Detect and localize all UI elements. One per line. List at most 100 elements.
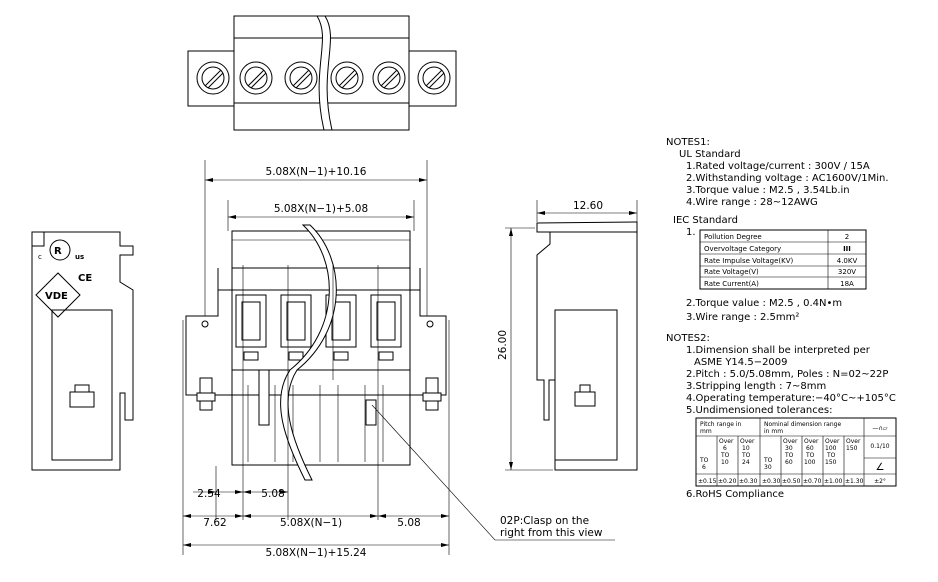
tol-val-7: ±1.00 xyxy=(824,478,843,485)
ce-mark: CE xyxy=(78,273,92,284)
tol-val-1: ±0.15 xyxy=(698,478,717,485)
notes2-item-1b: ASME Y14.5−2009 xyxy=(694,357,788,368)
notes2: NOTES2: 1.Dimension shall be interpreted… xyxy=(666,333,897,500)
wire-entries xyxy=(235,294,402,361)
iec-row-value-1: 2 xyxy=(845,233,849,241)
iec-row-label-1: Pollution Degree xyxy=(704,233,762,241)
iec-row-value-4: 320V xyxy=(838,268,856,276)
iec-table: Pollution Degree 2 Overvoltage Category … xyxy=(699,229,867,290)
notes2-title: NOTES2: xyxy=(666,333,710,344)
dim-pitch-span-top: 5.08X(N−1)+5.08 xyxy=(274,203,368,215)
iec-item-3: 3.Wire range : 2.5mm² xyxy=(686,312,799,323)
break-line xyxy=(316,15,333,131)
front-view xyxy=(182,160,450,555)
notes2-item-6: 6.RoHS Compliance xyxy=(686,489,784,500)
tol-angle-2: ∠ xyxy=(876,462,885,473)
iec-row-value-5: 18A xyxy=(840,280,854,288)
ul-mark: R c us xyxy=(38,239,84,261)
tol-p1-b: 6 xyxy=(702,464,706,471)
tol-n3-d: 100 xyxy=(804,459,816,466)
tol-n3-b: 60 xyxy=(806,445,814,452)
iec-item-number: 1. xyxy=(686,227,696,238)
front-break-line xyxy=(280,224,337,481)
tol-val-5: ±0.50 xyxy=(782,478,801,485)
front-dimensions: 5.08X(N−1)+10.16 5.08X(N−1)+5.08 2.54 5.… xyxy=(183,166,615,559)
tol-angle-1: 0.1/10 xyxy=(870,443,889,450)
tol-p2-d: 10 xyxy=(721,459,729,466)
tol-val-3: ±0.30 xyxy=(739,478,758,485)
tol-p1-a: TO xyxy=(699,457,709,464)
ul-standard-title: UL Standard xyxy=(679,149,741,160)
tol-p2-b: 6 xyxy=(723,445,727,452)
pins xyxy=(196,377,442,411)
iec-row-value-3: 4.0KV xyxy=(837,257,858,265)
tol-n5-a: Over xyxy=(846,438,861,445)
vde-mark-text: VDE xyxy=(45,291,68,302)
tol-val-4: ±0.30 xyxy=(762,478,781,485)
iec-row-value-2: III xyxy=(843,245,851,253)
tol-p2-c: TO xyxy=(720,452,730,459)
dim-height: 26.00 xyxy=(497,330,509,360)
tol-n4-b: 100 xyxy=(825,445,837,452)
tol-n2-d: 60 xyxy=(785,459,793,466)
tol-val-8: ±1.30 xyxy=(845,478,864,485)
iec-row-label-2: Overvoltage Category xyxy=(704,245,781,253)
dim-depth: 12.60 xyxy=(573,200,603,212)
ul-item-3: 3.Torque value : M2.5 , 3.54Lb.in xyxy=(686,185,850,196)
notes1: NOTES1: UL Standard 1.Rated voltage/curr… xyxy=(666,137,889,323)
tol-n3-a: Over xyxy=(804,438,819,445)
ul-item-2: 2.Withstanding voltage : AC1600V/1Min. xyxy=(686,173,889,184)
iec-row-label-3: Rate Impulse Voltage(KV) xyxy=(704,257,794,265)
tol-val-6: ±0.70 xyxy=(803,478,822,485)
tol-val-2: ±0.20 xyxy=(718,478,737,485)
notes2-item-2: 2.Pitch : 5.0/5.08mm, Poles : N=02~22P xyxy=(686,369,888,380)
iec-row-label-5: Rate Current(A) xyxy=(704,280,759,288)
dim-pitch: 5.08 xyxy=(261,488,284,500)
tol-n1-a: TO xyxy=(763,457,773,464)
tol-n5-b: 150 xyxy=(846,445,858,452)
tol-n4-c: TO xyxy=(826,452,836,459)
vde-mark: VDE xyxy=(35,272,81,318)
tol-n2-c: TO xyxy=(784,452,794,459)
ul-mark-left-text: c xyxy=(38,253,42,261)
screw-heads xyxy=(196,61,451,95)
tol-nominal-header-1: Nominal dimension range xyxy=(764,421,841,428)
dim-pitch-span-bottom: 5.08X(N−1) xyxy=(280,517,342,529)
iec-standard-title: IEC Standard xyxy=(673,215,738,226)
tol-p2-a: Over xyxy=(719,438,734,445)
dim-overall-width: 5.08X(N−1)+15.24 xyxy=(266,547,367,559)
tol-angle-header: —∩▱ xyxy=(872,425,887,432)
ul-mark-right-text: us xyxy=(75,253,84,261)
tol-n4-d: 150 xyxy=(825,459,837,466)
tol-p3-b: 10 xyxy=(742,445,750,452)
tolerance-table: Pitch range in mm Nominal dimension rang… xyxy=(695,417,897,487)
notes2-item-3: 3.Stripping length : 7~8mm xyxy=(686,381,826,392)
left-side-view: R c us CE VDE xyxy=(31,231,134,471)
top-view xyxy=(187,15,457,131)
tol-val-9: ±2° xyxy=(874,478,886,485)
dim-offset-a: 2.54 xyxy=(197,488,221,500)
iec-item-2: 2.Torque value : M2.5 , 0.4N•m xyxy=(686,298,842,309)
notes2-item-5: 5.Undimensioned tolerances: xyxy=(686,405,832,416)
right-side-view: 26.00 12.60 xyxy=(497,200,638,471)
tol-pitch-header-1: Pitch range in xyxy=(700,421,742,428)
ul-item-1: 1.Rated voltage/current : 300V / 15A xyxy=(686,161,870,172)
iec-row-label-4: Rate Voltage(V) xyxy=(704,268,759,276)
tol-n2-a: Over xyxy=(783,438,798,445)
tol-n1-b: 30 xyxy=(764,464,772,471)
notes2-item-1: 1.Dimension shall be interpreted per xyxy=(686,345,871,356)
tol-n4-a: Over xyxy=(825,438,840,445)
tol-n3-c: TO xyxy=(805,452,815,459)
tol-pitch-header-2: mm xyxy=(700,428,712,435)
notes1-title: NOTES1: xyxy=(666,137,710,148)
dim-right-offset: 5.08 xyxy=(397,517,420,529)
tol-p3-a: Over xyxy=(740,438,755,445)
clasp-note-line1: 02P:Clasp on the xyxy=(500,515,589,527)
svg-text:R: R xyxy=(54,246,62,257)
clasp-note-line2: right from this view xyxy=(500,527,603,539)
notes2-item-4: 4.Operating temperature:−40°C~+105°C xyxy=(686,393,896,404)
ul-item-4: 4.Wire range : 28~12AWG xyxy=(686,197,818,208)
tol-p3-c: TO xyxy=(741,452,751,459)
tol-nominal-header-2: in mm xyxy=(764,428,783,435)
